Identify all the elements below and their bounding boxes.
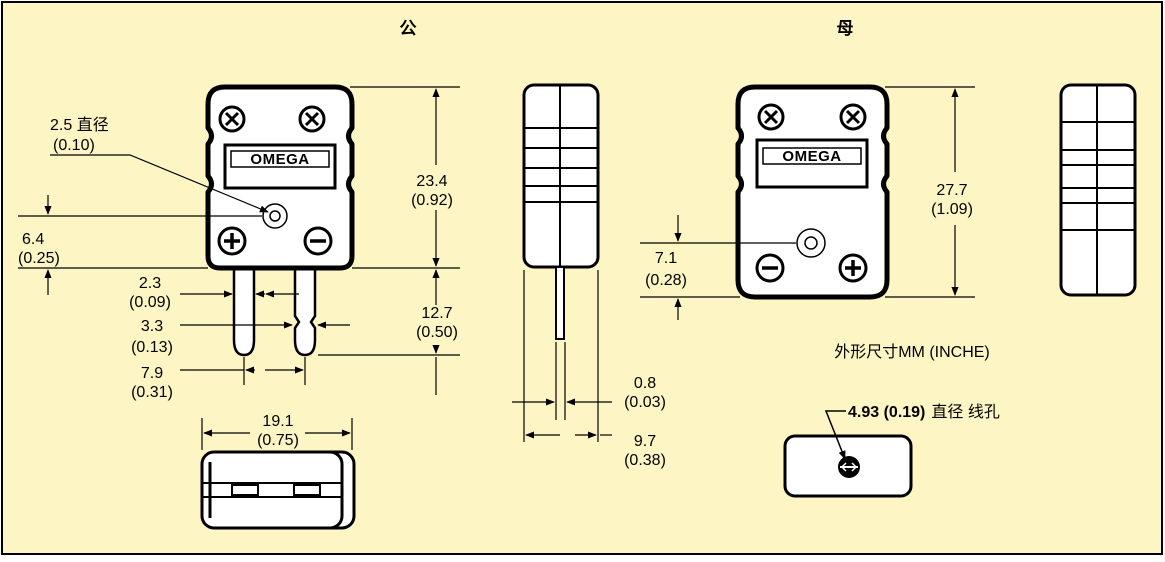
- height-inch: (0.92): [411, 192, 453, 209]
- male-connector-front: OMEGA: [205, 84, 355, 357]
- panel-hole-value: 4.93 (0.19): [848, 404, 925, 421]
- female-header: 母: [837, 19, 854, 38]
- screw-icon: [298, 105, 326, 133]
- female-dimension-lines: [640, 86, 975, 320]
- pin-width-label: 2.3: [139, 275, 161, 292]
- offset-label: 6.4: [22, 231, 44, 248]
- pin-neck-label: 3.3: [141, 318, 163, 335]
- male-top-view: [200, 450, 356, 530]
- female-height-label: 27.7: [936, 182, 967, 199]
- pin-length-label: 12.7: [421, 305, 452, 322]
- female-side-view: [1059, 83, 1137, 297]
- hole-dia-label: 2.5 直径: [50, 116, 109, 134]
- width-label: 19.1: [262, 413, 293, 430]
- height-label: 23.4: [416, 173, 447, 190]
- male-dimension-lines: [18, 86, 460, 395]
- pin-length-inch: (0.50): [416, 324, 458, 341]
- screw-icon: [839, 103, 867, 131]
- pin-spacing-inch: (0.31): [131, 384, 173, 401]
- male-header: 公: [400, 19, 417, 38]
- panel-hole-text: 直径 线孔: [931, 403, 999, 421]
- plus-terminal-icon: [217, 226, 247, 256]
- minus-terminal-icon: [303, 226, 333, 256]
- plus-terminal-icon: [838, 253, 868, 283]
- screw-icon: [218, 105, 246, 133]
- minus-terminal-icon: [755, 253, 785, 283]
- omega-logo: OMEGA: [250, 151, 309, 168]
- pin-spacing-label: 7.9: [141, 365, 163, 382]
- side-dimension-lines: [512, 270, 612, 442]
- blade-inch: (0.03): [624, 394, 666, 411]
- pin-neck-inch: (0.13): [131, 339, 173, 356]
- male-pin-right: [293, 268, 317, 357]
- thickness-inch: (0.38): [624, 452, 666, 469]
- thickness-label: 9.7: [634, 433, 656, 450]
- male-pin-left: [232, 268, 256, 357]
- female-height-inch: (1.09): [931, 201, 973, 218]
- panel-hole-label: 4.93 (0.19) 直径 线孔: [848, 403, 1000, 421]
- hole-offset-inch: (0.28): [645, 272, 687, 289]
- hole-dia-inch: (0.10): [53, 137, 95, 154]
- blade-label: 0.8: [634, 375, 656, 392]
- width-dimension: [201, 418, 353, 450]
- screw-icon: [757, 103, 785, 131]
- panel-cutout: [783, 410, 913, 498]
- hole-offset-label: 7.1: [655, 250, 677, 267]
- male-side-view: [522, 83, 600, 340]
- units-note: 外形尺寸MM (INCHE): [834, 343, 990, 361]
- offset-inch: (0.25): [18, 250, 60, 267]
- omega-logo: OMEGA: [782, 148, 841, 165]
- female-connector-front: OMEGA: [735, 84, 890, 300]
- pin-width-inch: (0.09): [129, 294, 171, 311]
- width-inch: (0.75): [257, 432, 299, 449]
